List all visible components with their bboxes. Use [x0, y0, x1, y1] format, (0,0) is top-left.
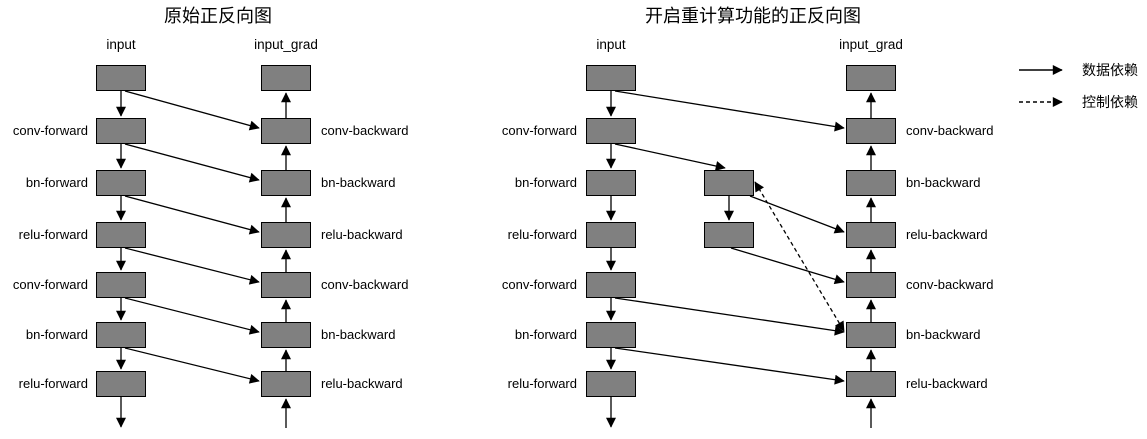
- data-dependency-edge: [614, 143, 726, 171]
- recompute-backward-label-row6: relu-backward: [906, 376, 988, 391]
- data-dependency-edge: [614, 90, 845, 132]
- recompute-backward-label-row5: bn-backward: [906, 327, 981, 342]
- recompute-backward-label-row2: bn-backward: [906, 175, 981, 190]
- original-node-f3-box: [96, 222, 146, 248]
- recompute-node-f1-box: [586, 118, 636, 144]
- legend-arrows: [1019, 65, 1063, 107]
- data-dependency-edge: [614, 297, 845, 336]
- data-dependency-edge: [124, 247, 260, 285]
- data-dependency-edge: [124, 297, 260, 335]
- recompute-forward-label-row1: conv-forward: [501, 123, 577, 138]
- recompute-backward-label-row4: conv-backward: [906, 277, 994, 292]
- original-backward-label-row3: relu-backward: [321, 227, 403, 242]
- recompute-node-f0-box: [586, 65, 636, 91]
- recompute-node-f4-box: [586, 272, 636, 298]
- original-node-b6-box: [261, 371, 311, 397]
- original-backward-label-row5: bn-backward: [321, 327, 396, 342]
- edges-group: [116, 90, 876, 428]
- original-forward-label-row5: bn-forward: [25, 327, 88, 342]
- original-forward-label-row6: relu-forward: [18, 376, 88, 391]
- original-node-b0-box: [261, 65, 311, 91]
- original-node-f0-box: [96, 65, 146, 91]
- original-backward-label-row4: conv-backward: [321, 277, 409, 292]
- recompute-node-f5-box: [586, 322, 636, 348]
- original-forward-label-row4: conv-forward: [12, 277, 88, 292]
- data-dependency-edge: [124, 143, 260, 183]
- recompute-node-f2-box: [586, 170, 636, 196]
- original-node-f4-box: [96, 272, 146, 298]
- recompute-node-f3-box: [586, 222, 636, 248]
- control-dependency-edge: [754, 181, 845, 332]
- original-backward-label-row1: conv-backward: [321, 123, 409, 138]
- recompute-node-b3-box: [846, 222, 896, 248]
- recompute-forward-label-row6: relu-forward: [507, 376, 577, 391]
- original-backward-label-row6: relu-backward: [321, 376, 403, 391]
- original-diagram-title: 原始正反向图: [164, 6, 272, 26]
- original-node-b4-box: [261, 272, 311, 298]
- recompute-backward-column-header: input_grad: [839, 37, 903, 52]
- recompute-forward-column-header: input: [596, 37, 626, 52]
- recompute-node-b4-box: [846, 272, 896, 298]
- original-node-b2-box: [261, 170, 311, 196]
- recompute-forward-label-row5: bn-forward: [514, 327, 577, 342]
- original-node-b5-box: [261, 322, 311, 348]
- original-node-f5-box: [96, 322, 146, 348]
- original-forward-label-row3: relu-forward: [18, 227, 88, 242]
- data-dependency-edge: [730, 247, 845, 285]
- recompute-forward-label-row4: conv-forward: [501, 277, 577, 292]
- recompute-node-b0-box: [846, 65, 896, 91]
- recompute-backward-label-row3: relu-backward: [906, 227, 988, 242]
- recompute-node-b6-box: [846, 371, 896, 397]
- legend-label-control-dependency: 控制依赖: [1082, 94, 1138, 110]
- data-dependency-edge: [749, 195, 845, 234]
- original-backward-column-header: input_grad: [254, 37, 318, 52]
- recompute-node-m3-box: [704, 222, 754, 248]
- data-dependency-edge: [124, 195, 260, 235]
- original-node-b1-box: [261, 118, 311, 144]
- recompute-node-b5-box: [846, 322, 896, 348]
- recompute-forward-label-row2: bn-forward: [514, 175, 577, 190]
- recompute-node-b2-box: [846, 170, 896, 196]
- recompute-node-m2-box: [704, 170, 754, 196]
- recompute-forward-label-row3: relu-forward: [507, 227, 577, 242]
- original-forward-column-header: input: [106, 37, 136, 52]
- original-node-f2-box: [96, 170, 146, 196]
- recompute-diagram-title: 开启重计算功能的正反向图: [645, 6, 861, 26]
- original-node-f6-box: [96, 371, 146, 397]
- recompute-node-f6-box: [586, 371, 636, 397]
- original-backward-label-row2: bn-backward: [321, 175, 396, 190]
- original-forward-label-row1: conv-forward: [12, 123, 88, 138]
- data-dependency-edge: [124, 90, 260, 131]
- recompute-node-b1-box: [846, 118, 896, 144]
- data-dependency-edge: [614, 347, 845, 385]
- original-node-f1-box: [96, 118, 146, 144]
- legend-label-data-dependency: 数据依赖: [1082, 62, 1138, 78]
- data-dependency-edge: [124, 347, 260, 384]
- recompute-backward-label-row1: conv-backward: [906, 123, 994, 138]
- original-forward-label-row2: bn-forward: [25, 175, 88, 190]
- original-node-b3-box: [261, 222, 311, 248]
